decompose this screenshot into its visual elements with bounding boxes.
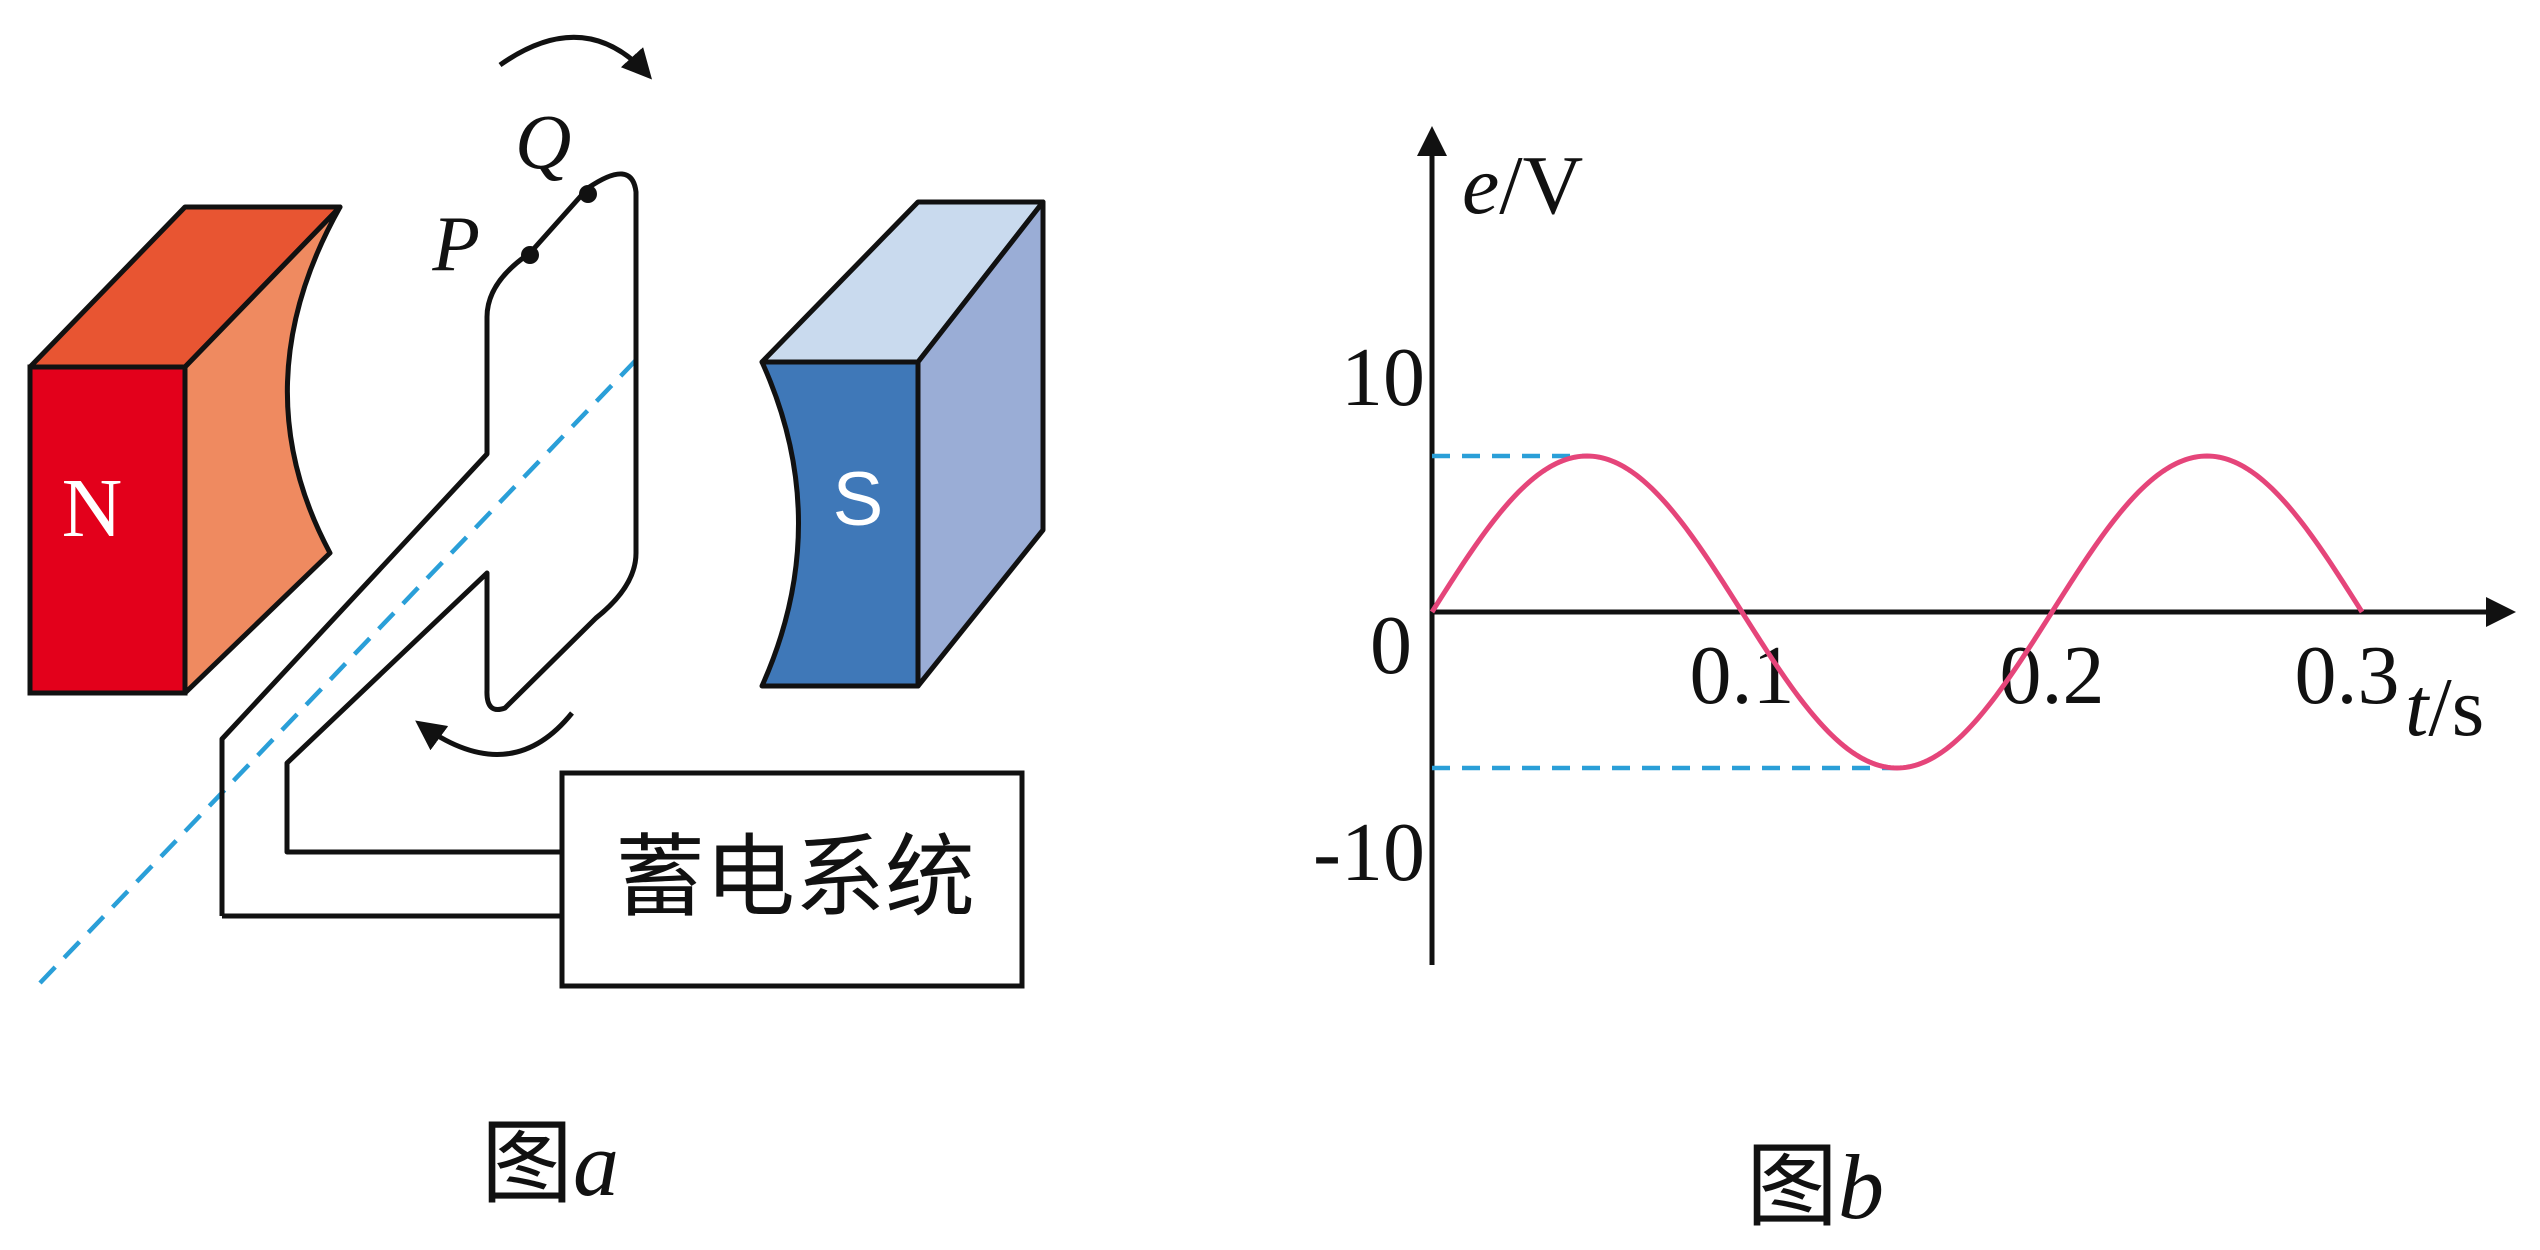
rotation-arrow-top <box>498 34 653 80</box>
point-q-label: Q <box>515 98 571 185</box>
origin-label: 0 <box>1370 599 1412 692</box>
y-tick-label-minus-10: -10 <box>1313 806 1425 899</box>
magnet-s: S <box>759 199 1046 689</box>
x-tick-label-0.3: 0.3 <box>2295 629 2400 722</box>
figure-a: N S P Q 蓄电系统 图a <box>27 34 1046 1215</box>
y-axis-label-var: e <box>1462 139 1499 232</box>
x-tick-label-0.2: 0.2 <box>2000 629 2105 722</box>
rotation-axis <box>38 358 638 985</box>
point-p-label: P <box>431 200 480 287</box>
x-axis-label-unit: /s <box>2428 661 2484 754</box>
x-tick-label-0.1: 0.1 <box>1690 629 1795 722</box>
storage-system-label: 蓄电系统 <box>615 829 975 928</box>
figure-a-caption-letter: a <box>573 1113 619 1215</box>
figure-a-caption-main: 图 <box>481 1113 573 1215</box>
x-axis-label-var: t <box>2405 661 2431 754</box>
contact-point-p <box>521 246 539 264</box>
y-axis-label: e/V <box>1462 139 1583 232</box>
rotation-arrow-bottom <box>415 711 574 757</box>
storage-system-box <box>559 770 1025 989</box>
y-tick-label-10: 10 <box>1341 331 1425 424</box>
figure-b-chart: e/V t/s 0 10 -10 0.1 0.2 0.3 图b <box>1313 126 2516 1238</box>
emf-sine-curve <box>1429 453 2365 771</box>
y-axis-label-unit: /V <box>1499 139 1583 232</box>
figure-b-caption-letter: b <box>1838 1136 1884 1238</box>
magnet-n-label: N <box>62 462 123 555</box>
contact-point-q <box>579 185 597 203</box>
magnet-s-label: S <box>833 457 884 542</box>
figure-a-caption: 图a <box>481 1113 619 1215</box>
x-axis-label: t/s <box>2405 661 2484 754</box>
figure-b-caption-main: 图 <box>1746 1136 1838 1238</box>
magnet-s-pole-face <box>759 359 921 689</box>
magnet-n-front <box>27 364 188 696</box>
magnet-n: N <box>27 204 343 696</box>
coil-loop <box>219 171 639 916</box>
figure-b-caption: 图b <box>1746 1136 1884 1238</box>
